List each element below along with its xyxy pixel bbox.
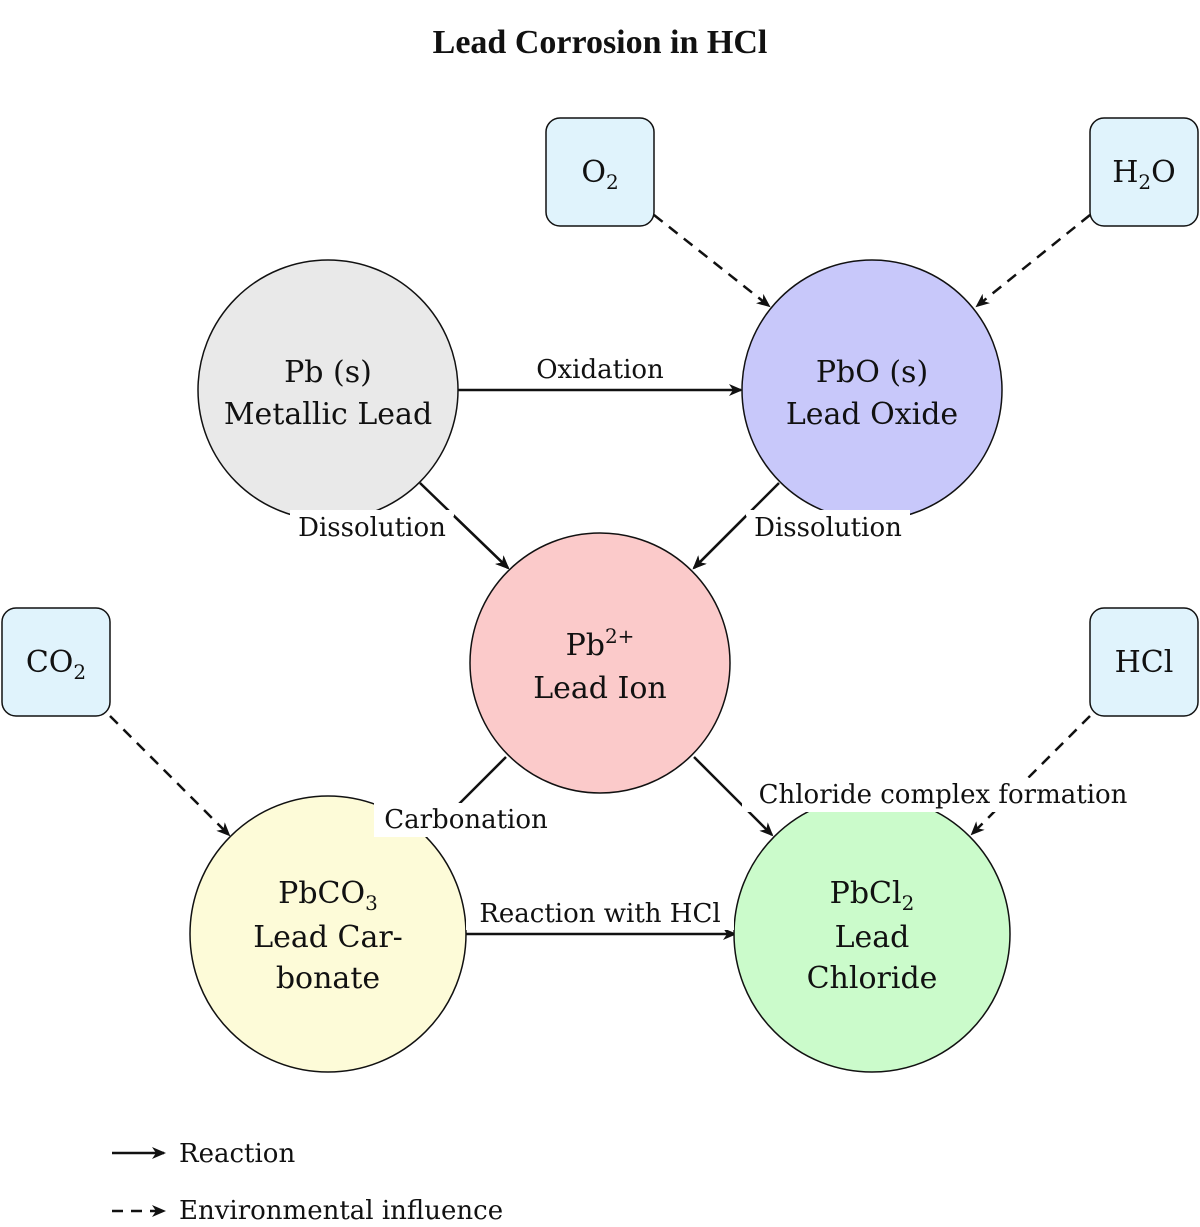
node-lead-ion-formula: Pb2+ (566, 624, 635, 663)
influence-arrow-co2 (109, 715, 231, 837)
edge-label-carbonation: Carbonation (384, 805, 548, 835)
factor-co2-box (1, 607, 111, 717)
node-lead-chloride-formula: PbCl2 (830, 876, 915, 915)
node-lead-ion-name: Lead Ion (533, 671, 667, 706)
influence-arrow-o2 (653, 214, 771, 308)
edge-label-reaction-hcl: Reaction with HCl (479, 899, 720, 929)
edge-label-dissolution-left-bg (290, 510, 454, 544)
factor-co2-label: CO2 (26, 645, 86, 684)
node-lead-oxide-circle (741, 259, 1003, 521)
node-lead-chloride: PbCl2 Lead Chloride (733, 795, 1011, 1073)
reaction-arrow-chloride-complex (693, 756, 774, 837)
node-metallic-lead-name: Metallic Lead (224, 397, 432, 432)
factor-o2-label: O2 (581, 155, 618, 194)
node-lead-carbonate-name-1: Lead Car- (253, 920, 403, 955)
node-metallic-lead-circle (197, 259, 459, 521)
influence-arrow-hcl (970, 715, 1091, 836)
edge-label-dissolution-right: Dissolution (754, 513, 902, 543)
node-lead-carbonate: PbCO3 Lead Car- bonate (189, 795, 467, 1073)
node-lead-oxide-name: Lead Oxide (786, 397, 958, 432)
edge-label-reaction-hcl-group: Reaction with HCl (466, 898, 734, 930)
edge-label-dissolution-right-group: Dissolution (746, 510, 910, 544)
edge-label-oxidation: Oxidation (536, 355, 664, 385)
factor-co2: CO2 (1, 607, 111, 717)
node-lead-chloride-name-1: Lead (835, 920, 910, 955)
edge-label-dissolution-left: Dissolution (298, 513, 446, 543)
node-lead-carbonate-formula: PbCO3 (278, 876, 378, 915)
legend-reaction-label: Reaction (179, 1139, 295, 1169)
node-lead-ion-circle (469, 532, 731, 794)
node-lead-oxide: PbO (s) Lead Oxide (741, 259, 1003, 521)
factor-hcl: HCl (1089, 607, 1199, 717)
factor-o2-box (545, 117, 655, 227)
edge-label-dissolution-right-bg (746, 510, 910, 544)
node-lead-carbonate-circle (189, 795, 467, 1073)
node-metallic-lead-formula: Pb (s) (284, 355, 372, 390)
factor-hcl-label: HCl (1115, 645, 1174, 680)
reaction-arrow-dissolution-right-tip (692, 515, 747, 570)
edge-label-dissolution-left-group: Dissolution (290, 510, 454, 544)
node-metallic-lead: Pb (s) Metallic Lead (197, 259, 459, 521)
influence-arrow-h2o (975, 214, 1091, 308)
factor-o2: O2 (545, 117, 655, 227)
node-lead-chloride-name-2: Chloride (807, 961, 938, 996)
factor-h2o-label: H2O (1112, 155, 1176, 194)
edge-label-reaction-hcl-bg (466, 898, 734, 930)
node-lead-ion: Pb2+ Lead Ion (469, 532, 731, 794)
edge-label-chloride-complex-bg (742, 778, 1140, 812)
edge-label-chloride-complex-group: Chloride complex formation (742, 778, 1140, 812)
legend: Reaction Environmental influence (112, 1139, 503, 1226)
edge-label-carbonation-bg (374, 803, 558, 837)
node-lead-carbonate-name-2: bonate (276, 961, 380, 996)
factor-h2o: H2O (1089, 117, 1199, 227)
edge-label-oxidation-group: Oxidation (536, 355, 664, 385)
edge-label-carbonation-group: Carbonation (374, 803, 558, 837)
factor-hcl-box (1089, 607, 1199, 717)
factor-h2o-box (1089, 117, 1199, 227)
node-lead-oxide-formula: PbO (s) (816, 355, 928, 390)
legend-environmental-label: Environmental influence (179, 1196, 503, 1222)
diagram-title: Lead Corrosion in HCl (433, 24, 768, 61)
reaction-arrow-dissolution-left-tip (453, 515, 510, 570)
edge-label-chloride-complex: Chloride complex formation (759, 780, 1128, 810)
